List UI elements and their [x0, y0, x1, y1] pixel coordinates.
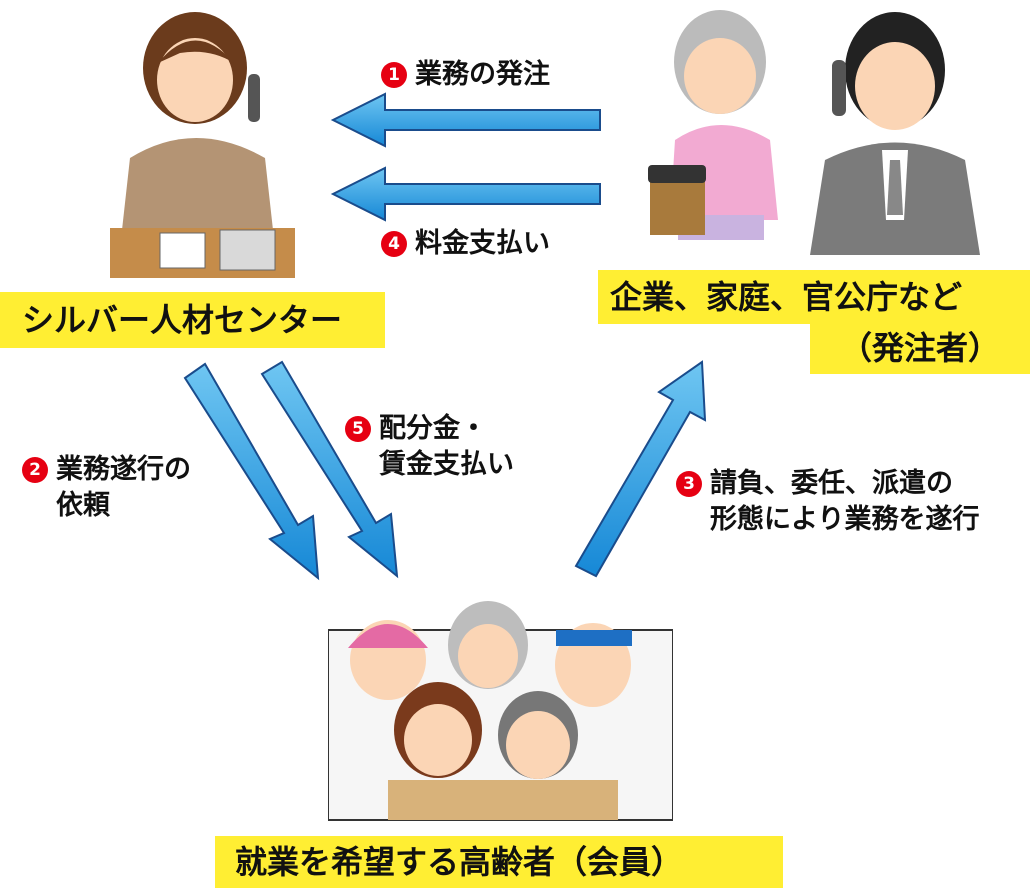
step-3-text-line2: 形態により業務を遂行: [710, 504, 980, 535]
step-3-text-line1: 請負、委任、派遣の: [710, 468, 953, 499]
step-2-badge: 2: [22, 457, 48, 483]
members-illustration: [328, 601, 673, 821]
step-5-text-line1: 配分金・: [379, 413, 487, 444]
arrow-order: [330, 92, 601, 148]
clients-illustration: [648, 10, 980, 255]
label-silver-center: シルバー人材センター: [0, 292, 385, 348]
label-client: 企業、家庭、官公庁など: [598, 270, 1030, 324]
label-client-sub: （発注者）: [810, 322, 1030, 374]
step-4-fee-payment: 4 料金支払い: [381, 226, 550, 262]
arrow-request: [183, 362, 320, 581]
receptionist-illustration: [110, 12, 295, 278]
step-2-text-line2: 依頼: [56, 490, 110, 521]
step-2-text-line1: 業務遂行の: [56, 454, 191, 485]
arrow-fee-payment: [330, 166, 601, 222]
step-2-request: 2 業務遂行の 依頼: [22, 452, 191, 524]
step-5-allocation-payment: 5 配分金・ 賃金支払い: [345, 411, 514, 483]
arrow-execute: [574, 360, 707, 578]
step-3-execute: 3 請負、委任、派遣の 形態により業務を遂行: [676, 466, 979, 538]
step-4-badge: 4: [381, 231, 407, 257]
step-4-text: 料金支払い: [415, 228, 550, 259]
step-1-text: 業務の発注: [415, 59, 550, 90]
step-5-badge: 5: [345, 416, 371, 442]
step-1-badge: 1: [381, 62, 407, 88]
label-members: 就業を希望する高齢者（会員）: [215, 836, 783, 888]
step-3-badge: 3: [676, 471, 702, 497]
arrow-allocation-payment: [260, 360, 399, 579]
step-1-order: 1 業務の発注: [381, 57, 550, 93]
step-5-text-line2: 賃金支払い: [379, 449, 514, 480]
